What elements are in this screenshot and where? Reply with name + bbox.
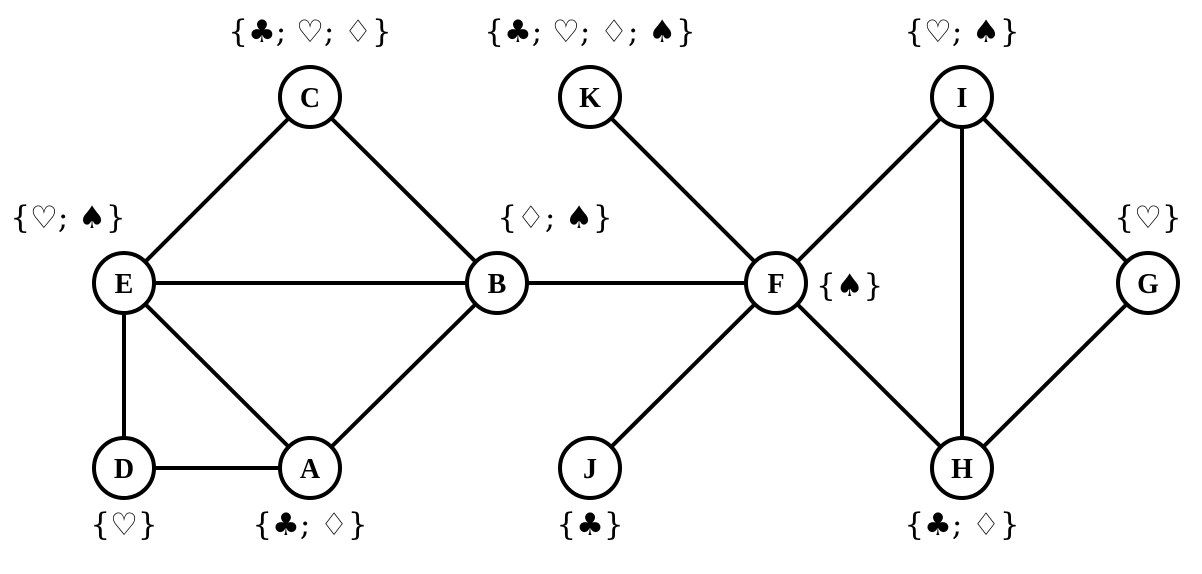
node-h: H — [930, 436, 994, 500]
set-label-g: {♡} — [1114, 200, 1181, 236]
set-label-i: {♡; ♠} — [904, 14, 1019, 50]
node-label-j: J — [583, 454, 597, 485]
node-f: F — [744, 251, 808, 315]
edge-j-f — [588, 281, 778, 470]
node-circle-b — [465, 251, 529, 315]
set-label-d: {♡} — [90, 507, 157, 543]
node-circle-f — [744, 251, 808, 315]
node-label-a: A — [300, 454, 321, 485]
node-label-d: D — [114, 454, 134, 485]
node-label-g: G — [1137, 269, 1159, 300]
node-label-k: K — [579, 83, 601, 114]
edge-i-g — [960, 95, 1150, 285]
node-circle-i — [930, 65, 994, 129]
set-label-b: {♢; ♠} — [497, 200, 612, 236]
node-circle-d — [92, 436, 156, 500]
edge-f-i — [774, 95, 964, 285]
set-label-f: {♠} — [816, 268, 883, 304]
node-b: B — [465, 251, 529, 315]
node-circle-h — [930, 436, 994, 500]
node-label-i: I — [957, 83, 968, 114]
node-circle-a — [278, 436, 342, 500]
node-circle-g — [1116, 251, 1180, 315]
node-c: C — [278, 65, 342, 129]
node-label-e: E — [115, 269, 134, 300]
set-label-k: {♣; ♡; ♢; ♠} — [484, 14, 696, 50]
node-d: D — [92, 436, 156, 500]
node-circle-j — [558, 436, 622, 500]
node-a: A — [278, 436, 342, 500]
edge-c-e — [122, 95, 312, 285]
node-label-b: B — [488, 269, 507, 300]
node-g: G — [1116, 251, 1180, 315]
set-labels-layer: {♣; ♢} {♢; ♠} {♣; ♡; ♢} {♡} {♡; ♠} {♠} {♡} {♣; … — [10, 14, 1181, 543]
set-label-j: {♣} — [556, 507, 623, 543]
set-label-e: {♡; ♠} — [10, 200, 125, 236]
node-label-h: H — [951, 454, 973, 485]
node-label-f: F — [767, 269, 784, 300]
node-e: E — [92, 251, 156, 315]
node-label-c: C — [300, 83, 320, 114]
node-circle-c — [278, 65, 342, 129]
set-label-c: {♣; ♡; ♢} — [228, 14, 391, 50]
set-label-a: {♣; ♢} — [252, 507, 367, 543]
edge-h-g — [960, 281, 1150, 470]
edge-k-f — [588, 95, 778, 285]
node-j: J — [558, 436, 622, 500]
node-k: K — [558, 65, 622, 129]
nodes-layer: A B C D E F G H I J K — [92, 65, 1180, 500]
node-circle-k — [558, 65, 622, 129]
edge-f-h — [774, 281, 964, 470]
set-label-h: {♣; ♢} — [904, 507, 1019, 543]
edges-layer — [122, 95, 1150, 470]
edge-e-a — [122, 281, 312, 470]
edge-c-b — [308, 95, 499, 285]
edge-a-b — [308, 281, 499, 470]
node-circle-e — [92, 251, 156, 315]
node-i: I — [930, 65, 994, 129]
